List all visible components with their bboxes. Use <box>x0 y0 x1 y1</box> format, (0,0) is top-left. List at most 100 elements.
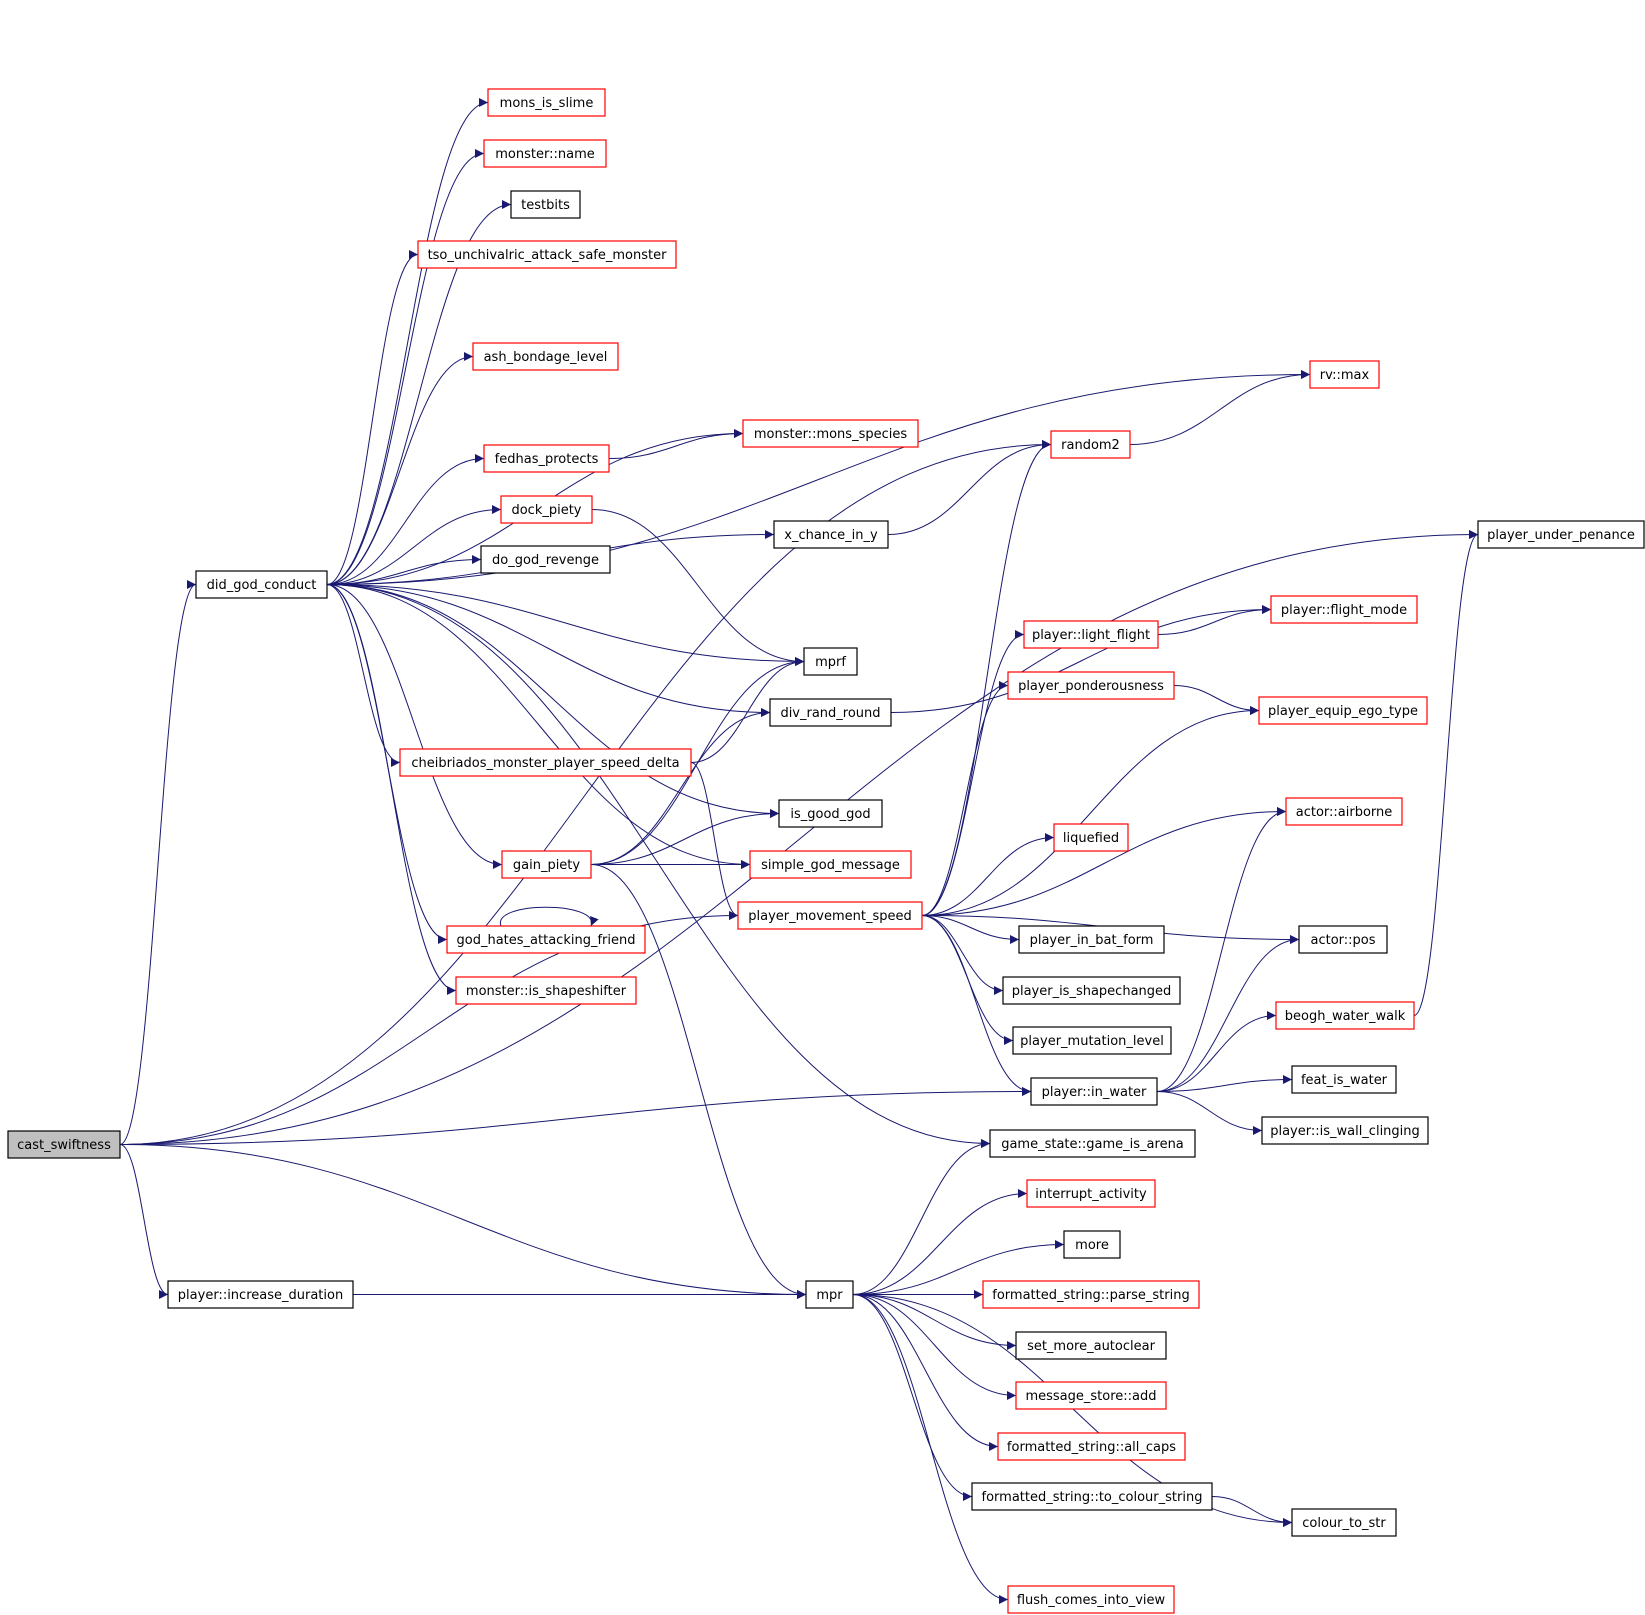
node-gain-piety[interactable]: gain_piety <box>501 850 592 879</box>
edge-did_god_conduct-to-rv_max <box>326 370 1311 585</box>
edge-cast_swiftness-to-player_in_water <box>119 1087 1032 1145</box>
node-player-under-penance[interactable]: player_under_penance <box>1477 520 1645 549</box>
node-do-god-revenge[interactable]: do_god_revenge <box>480 545 611 574</box>
node-label: random2 <box>1061 438 1120 453</box>
edge-did_god_conduct-to-mprf <box>326 584 805 666</box>
node-cheibriados[interactable]: cheibriados_monster_player_speed_delta <box>399 748 692 777</box>
node-x-chance-in-y[interactable]: x_chance_in_y <box>773 520 889 549</box>
node-player-equip-ego-type[interactable]: player_equip_ego_type <box>1258 696 1428 725</box>
node-actor-pos[interactable]: actor::pos <box>1298 925 1388 954</box>
edge-did_god_conduct-to-gain_piety <box>326 584 503 869</box>
node-box <box>1007 671 1175 700</box>
node-simple-god-message[interactable]: simple_god_message <box>749 850 912 879</box>
node-label: actor::pos <box>1310 933 1375 948</box>
node-random2[interactable]: random2 <box>1050 430 1131 459</box>
node-label: player_in_bat_form <box>1030 933 1154 948</box>
node-player-is-wall-clinging[interactable]: player::is_wall_clinging <box>1261 1116 1429 1145</box>
node-box <box>1270 595 1418 624</box>
node-box <box>1291 1508 1397 1537</box>
node-label: beogh_water_walk <box>1285 1009 1406 1024</box>
node-player-ponderousness[interactable]: player_ponderousness <box>1007 671 1175 700</box>
node-player-in-water[interactable]: player::in_water <box>1030 1077 1158 1106</box>
node-label: player_mutation_level <box>1020 1034 1164 1049</box>
node-box <box>472 342 619 371</box>
node-monster-mons-species[interactable]: monster::mons_species <box>742 419 919 448</box>
node-label: game_state::game_is_arena <box>1001 1137 1184 1152</box>
edge-cast_swiftness-to-player_increase_duration <box>119 1144 169 1299</box>
edge-did_god_conduct-to-is_good_god <box>326 584 780 818</box>
node-parse-string[interactable]: formatted_string::parse_string <box>982 1280 1200 1309</box>
node-message-store-add[interactable]: message_store::add <box>1015 1381 1167 1410</box>
edge-did_god_conduct-to-tso_unchivalric <box>326 250 419 585</box>
node-box <box>446 925 646 954</box>
node-box <box>1012 1026 1172 1055</box>
node-dock-piety[interactable]: dock_piety <box>500 495 593 524</box>
node-box <box>1291 1065 1397 1094</box>
node-box <box>1002 976 1181 1005</box>
node-is-good-god[interactable]: is_good_god <box>778 799 883 828</box>
node-label: do_god_revenge <box>492 553 599 568</box>
node-label: fedhas_protects <box>495 452 599 467</box>
node-box <box>742 419 919 448</box>
node-player-movement-speed[interactable]: player_movement_speed <box>737 901 923 930</box>
node-label: is_good_god <box>790 807 870 822</box>
node-box <box>167 1280 354 1309</box>
node-label: message_store::add <box>1025 1389 1156 1404</box>
node-box <box>1007 1585 1175 1614</box>
node-testbits[interactable]: testbits <box>510 190 581 219</box>
node-flush-comes-into-view[interactable]: flush_comes_into_view <box>1007 1585 1175 1614</box>
node-did-god-conduct[interactable]: did_god_conduct <box>195 570 328 599</box>
node-colour-to-str[interactable]: colour_to_str <box>1291 1508 1397 1537</box>
node-liquefied[interactable]: liquefied <box>1053 823 1129 852</box>
edge-did_god_conduct-to-cheibriados <box>326 584 401 767</box>
node-cast-swiftness[interactable]: cast_swiftness <box>7 1130 121 1159</box>
node-player-increase-duration[interactable]: player::increase_duration <box>167 1280 354 1309</box>
node-box <box>417 240 677 269</box>
node-interrupt-activity[interactable]: interrupt_activity <box>1026 1179 1156 1208</box>
edge-mpr-to-interrupt_activity <box>852 1189 1028 1295</box>
node-label: player_ponderousness <box>1018 679 1164 694</box>
edge-fedhas_protects-to-monster_mons_species <box>608 429 744 459</box>
node-label: player_equip_ego_type <box>1268 704 1418 719</box>
node-set-more-autoclear[interactable]: set_more_autoclear <box>1015 1331 1167 1360</box>
node-label: liquefied <box>1063 831 1119 846</box>
node-all-caps[interactable]: formatted_string::all_caps <box>997 1432 1186 1461</box>
edge-x_chance_in_y-to-random2 <box>887 440 1052 535</box>
edge-player_in_water-to-actor_airborne <box>1156 807 1287 1092</box>
node-player-in-bat-form[interactable]: player_in_bat_form <box>1018 925 1165 954</box>
node-ash-bondage-level[interactable]: ash_bondage_level <box>472 342 619 371</box>
node-box <box>1298 925 1388 954</box>
node-box <box>399 748 692 777</box>
node-mpr[interactable]: mpr <box>805 1280 854 1309</box>
node-feat-is-water[interactable]: feat_is_water <box>1291 1065 1397 1094</box>
node-label: feat_is_water <box>1301 1073 1388 1088</box>
edge-cheibriados-to-player_movement_speed <box>690 762 739 920</box>
node-player-flight-mode[interactable]: player::flight_mode <box>1270 595 1418 624</box>
node-monster-name[interactable]: monster::name <box>483 139 607 168</box>
node-fedhas-protects[interactable]: fedhas_protects <box>483 444 610 473</box>
node-actor-airborne[interactable]: actor::airborne <box>1285 797 1403 826</box>
node-player-mutation-level[interactable]: player_mutation_level <box>1012 1026 1172 1055</box>
node-mprf[interactable]: mprf <box>803 647 858 676</box>
node-player-is-shapechanged[interactable]: player_is_shapechanged <box>1002 976 1181 1005</box>
node-box <box>500 495 593 524</box>
node-tso-unchivalric[interactable]: tso_unchivalric_attack_safe_monster <box>417 240 677 269</box>
edge-cast_swiftness-to-did_god_conduct <box>119 580 197 1145</box>
node-mons-is-slime[interactable]: mons_is_slime <box>487 88 606 117</box>
node-beogh-water-walk[interactable]: beogh_water_walk <box>1275 1001 1415 1030</box>
node-box <box>483 139 607 168</box>
node-monster-is-shapeshifter[interactable]: monster::is_shapeshifter <box>455 976 637 1005</box>
edge-player_movement_speed-to-liquefied <box>921 833 1055 916</box>
node-rv-max[interactable]: rv::max <box>1309 360 1380 389</box>
node-box <box>1285 797 1403 826</box>
node-god-hates-attacking-friend[interactable]: god_hates_attacking_friend <box>446 925 646 954</box>
node-label: more <box>1075 1238 1109 1253</box>
node-player-light-flight[interactable]: player::light_flight <box>1023 620 1159 649</box>
node-to-colour-string[interactable]: formatted_string::to_colour_string <box>971 1482 1213 1511</box>
node-more[interactable]: more <box>1063 1230 1121 1259</box>
node-label: player_under_penance <box>1487 528 1635 543</box>
node-box <box>971 1482 1213 1511</box>
node-div-rand-round[interactable]: div_rand_round <box>769 698 892 727</box>
edge-player_in_water-to-actor_pos <box>1156 935 1300 1092</box>
node-game-is-arena[interactable]: game_state::game_is_arena <box>989 1129 1196 1158</box>
